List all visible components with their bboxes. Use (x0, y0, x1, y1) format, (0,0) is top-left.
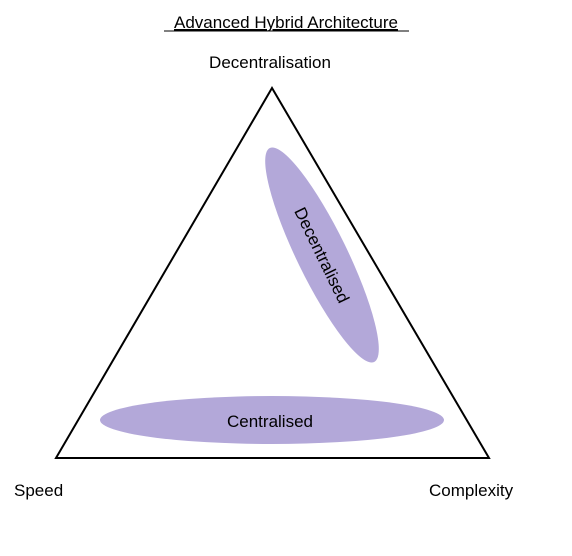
vertex-label-top: Decentralisation (209, 53, 331, 72)
centralised-region-shape (100, 396, 444, 444)
architecture-triangle (54, 86, 491, 459)
centralised-region-label: Centralised (227, 412, 313, 431)
diagram-title: Advanced Hybrid Architecture (174, 13, 398, 32)
decentralised-region-shape (265, 147, 379, 363)
vertex-label-bottom-right: Complexity (429, 481, 514, 500)
centralised-region: Centralised (100, 396, 444, 444)
vertex-label-bottom-left: Speed (14, 481, 63, 500)
